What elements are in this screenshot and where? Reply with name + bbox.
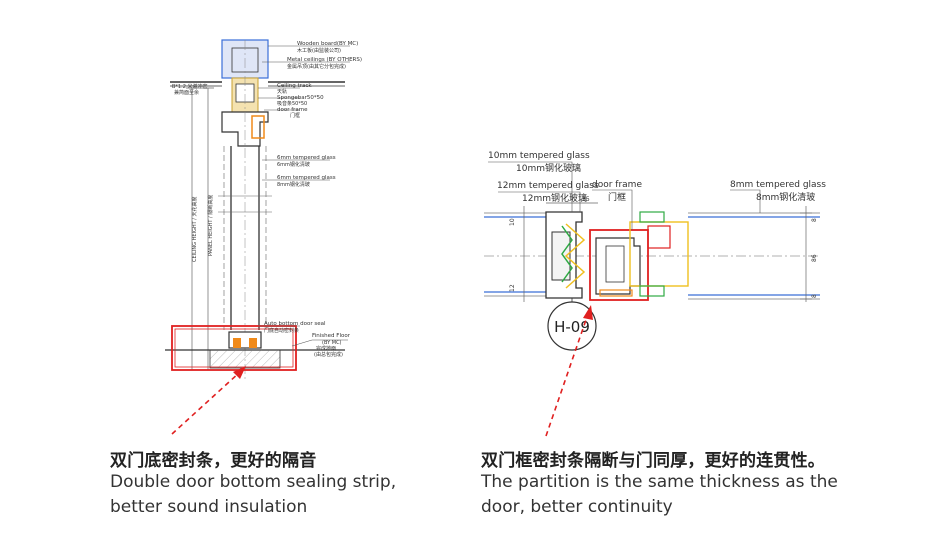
label-ceiling-track: Ceiling track xyxy=(277,83,312,89)
label-glass-10: 10mm tempered glass xyxy=(488,151,590,161)
label-metal-ceilings-cn: 金属吊顶(由其它分包完成) xyxy=(287,63,346,70)
label-glass-1: 6mm tempered glass xyxy=(277,155,336,161)
label-glass-2: 6mm tempered glass xyxy=(277,175,336,181)
label-metal-ceilings: Metal ceilings (BY OTHERS) xyxy=(287,57,362,63)
door-frame-highlight xyxy=(589,229,649,301)
label-auto-bottom-seal-cn: 门底自动密封条 xyxy=(264,327,299,334)
label-glass-12-cn: 12mm钢化玻璃 xyxy=(522,192,587,204)
detail-tag-circle xyxy=(547,301,597,351)
label-door-frame-plan-cn: 门框 xyxy=(608,191,626,203)
right-plan-drawing: 10mm tempered glass 10mm钢化玻璃 12mm temper… xyxy=(484,151,826,351)
label-spongebar-cn: 吸音条50*50 xyxy=(277,100,307,107)
dim-10: 10 xyxy=(509,218,516,226)
dim-12: 12 xyxy=(509,284,516,292)
left-section-drawing: Wooden board(BY MC) 木工板(由监装公司) Metal cei… xyxy=(165,39,362,380)
label-door-frame-plan: door frame xyxy=(592,180,642,190)
label-finished-floor-by: (BY MC) xyxy=(322,340,342,346)
caption-left-en-1: Double door bottom sealing strip, xyxy=(110,472,397,492)
label-auto-bottom-seal: Auto bottom door seal xyxy=(264,321,326,327)
label-finished-floor-cn: 完成地面 xyxy=(316,345,336,352)
caption-left-en-2: better sound insulation xyxy=(110,497,308,517)
label-ceiling-track-cn: 天轨 xyxy=(277,88,287,95)
bottom-seal-highlight xyxy=(171,325,297,371)
label-glass-2-cn: 8mm钢化清玻 xyxy=(277,181,310,188)
label-wooden-board-cn: 木工板(由监装公司) xyxy=(297,47,341,54)
label-side-note-2: 兼简面至余 xyxy=(174,89,199,96)
arrow-right xyxy=(545,313,589,437)
label-glass-10-cn: 10mm钢化玻璃 xyxy=(516,162,581,174)
label-glass-8: 8mm tempered glass xyxy=(730,180,826,190)
label-side-note: B*1.2 米谢冲密 xyxy=(172,83,207,90)
label-wooden-board: Wooden board(BY MC) xyxy=(297,41,358,47)
dim-right-top: 8 xyxy=(811,218,818,222)
caption-right-en-2: door, better continuity xyxy=(481,497,673,517)
detail-tag-label: H-09 xyxy=(554,318,590,336)
dim-right-bot: 8 xyxy=(811,294,818,298)
dim-35: 35 xyxy=(582,196,590,203)
label-panel-height: PANEL HEIGHT / 隔断高度 xyxy=(207,195,214,256)
dim-right-mid: 86 xyxy=(811,254,818,262)
label-door-frame-cn: 门框 xyxy=(290,112,300,119)
label-spongebar: Spongebar50*50 xyxy=(277,95,324,101)
annotation-arrows xyxy=(171,305,593,437)
label-glass-8-cn: 8mm钢化清玻 xyxy=(756,191,815,203)
label-door-frame: door frame xyxy=(277,107,308,113)
caption-right-cn: 双门框密封条隔断与门同厚，更好的连贯性。 xyxy=(481,451,825,471)
caption-left-cn: 双门底密封条，更好的隔音 xyxy=(110,451,317,471)
label-finished-floor-cn2: (由总包完成) xyxy=(314,351,343,358)
arrow-left xyxy=(171,371,241,435)
label-finished-floor: Finished Floor xyxy=(312,333,351,339)
frame-seal xyxy=(251,115,265,139)
label-glass-1-cn: 6mm钢化清玻 xyxy=(277,161,310,168)
caption-right-en-1: The partition is the same thickness as t… xyxy=(481,472,838,492)
label-ceiling-height: CEILING HEIGHT / 天花高度 xyxy=(191,196,198,262)
label-glass-12: 12mm tempered glass xyxy=(497,181,599,191)
